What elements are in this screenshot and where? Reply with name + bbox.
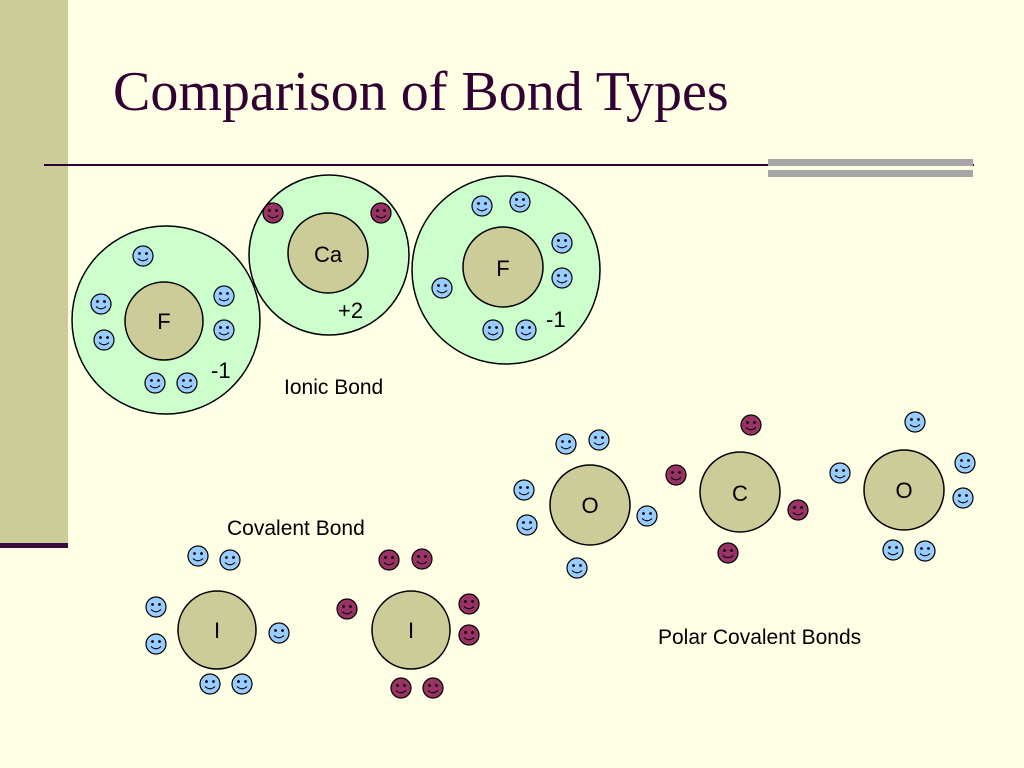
nucleus	[124, 281, 204, 361]
electron-smiley-icon	[636, 505, 658, 527]
electron-smiley-icon	[588, 429, 610, 451]
ion-charge: -1	[546, 307, 566, 332]
polar-atom-o-right: O	[829, 411, 976, 562]
electron-smiley-icon	[516, 514, 538, 536]
electron-smiley-icon	[411, 548, 433, 570]
nucleus	[371, 590, 451, 670]
electron-smiley-icon	[213, 285, 235, 307]
electron-smiley-icon	[882, 539, 904, 561]
electron-smiley-icon	[144, 372, 166, 394]
electron-smiley-icon	[176, 372, 198, 394]
electron-smiley-icon	[509, 191, 531, 213]
covalent-atom-i-left: I	[145, 545, 290, 695]
electron-smiley-icon	[213, 319, 235, 341]
ionic-atom-f-right: F -1	[411, 175, 601, 365]
sidebar-accent-line	[0, 543, 68, 548]
atom-symbol: I	[214, 618, 220, 643]
atom-symbol: O	[581, 493, 598, 518]
electron-smiley-icon	[954, 452, 976, 474]
caption-ionic-bond: Ionic Bond	[284, 376, 383, 399]
polar-atom-c: C	[665, 414, 809, 564]
nucleus	[177, 590, 257, 670]
atom-symbol: C	[732, 481, 748, 506]
electron-smiley-icon	[219, 549, 241, 571]
electron-smiley-icon	[145, 596, 167, 618]
caption-covalent-bond: Covalent Bond	[227, 517, 365, 540]
electron-smiley-icon	[471, 195, 493, 217]
nucleus	[863, 449, 945, 531]
electron-smiley-icon	[717, 542, 739, 564]
electron-smiley-icon	[231, 673, 253, 695]
electron-smiley-icon	[566, 557, 588, 579]
nucleus	[287, 212, 369, 294]
electron-smiley-icon	[390, 677, 412, 699]
electron-smiley-icon	[513, 479, 535, 501]
electron-smiley-icon	[93, 329, 115, 351]
electron-smiley-icon	[132, 245, 154, 267]
electron-smiley-icon	[268, 622, 290, 644]
electron-smiley-icon	[336, 598, 358, 620]
electron-smiley-icon	[551, 232, 573, 254]
atom-symbol: Ca	[314, 242, 343, 267]
electron-smiley-icon	[90, 293, 112, 315]
electron-smiley-icon	[904, 411, 926, 433]
electron-smiley-icon	[378, 549, 400, 571]
electron-smiley-icon	[199, 673, 221, 695]
slide-title: Comparison of Bond Types	[113, 61, 729, 123]
electron-smiley-icon	[422, 677, 444, 699]
nucleus	[462, 226, 544, 308]
electron-smiley-icon	[740, 414, 762, 436]
electron-smiley-icon	[665, 464, 687, 486]
electron-smiley-icon	[551, 267, 573, 289]
electron-smiley-icon	[787, 499, 809, 521]
ionic-atom-ca: Ca +2	[248, 174, 410, 336]
electron-smiley-icon	[829, 462, 851, 484]
electron-smiley-icon	[458, 593, 480, 615]
nucleus	[549, 464, 631, 546]
atom-symbol: F	[496, 256, 509, 281]
caption-polar-covalent-bonds: Polar Covalent Bonds	[658, 626, 861, 649]
electron-smiley-icon	[555, 433, 577, 455]
ion-charge: -1	[211, 358, 231, 383]
nucleus	[699, 451, 781, 533]
polar-atom-o-left: O	[513, 429, 658, 579]
electron-smiley-icon	[187, 545, 209, 567]
sidebar-decoration	[0, 0, 68, 545]
atom-symbol: I	[408, 618, 414, 643]
title-rule	[44, 164, 974, 166]
electron-smiley-icon	[515, 319, 537, 341]
electron-smiley-icon	[482, 319, 504, 341]
atom-symbol: F	[157, 309, 170, 334]
ion-charge: +2	[338, 298, 363, 323]
atom-symbol: O	[895, 478, 912, 503]
covalent-atom-i-right: I	[336, 548, 480, 699]
electron-smiley-icon	[431, 277, 453, 299]
title-bar-accent	[768, 159, 973, 179]
electron-smiley-icon	[145, 633, 167, 655]
electron-smiley-icon	[458, 624, 480, 646]
electron-smiley-icon	[914, 540, 936, 562]
electron-smiley-icon	[370, 202, 392, 224]
electron-smiley-icon	[262, 202, 284, 224]
electron-smiley-icon	[952, 487, 974, 509]
ionic-atom-f-left: F -1	[71, 225, 261, 415]
